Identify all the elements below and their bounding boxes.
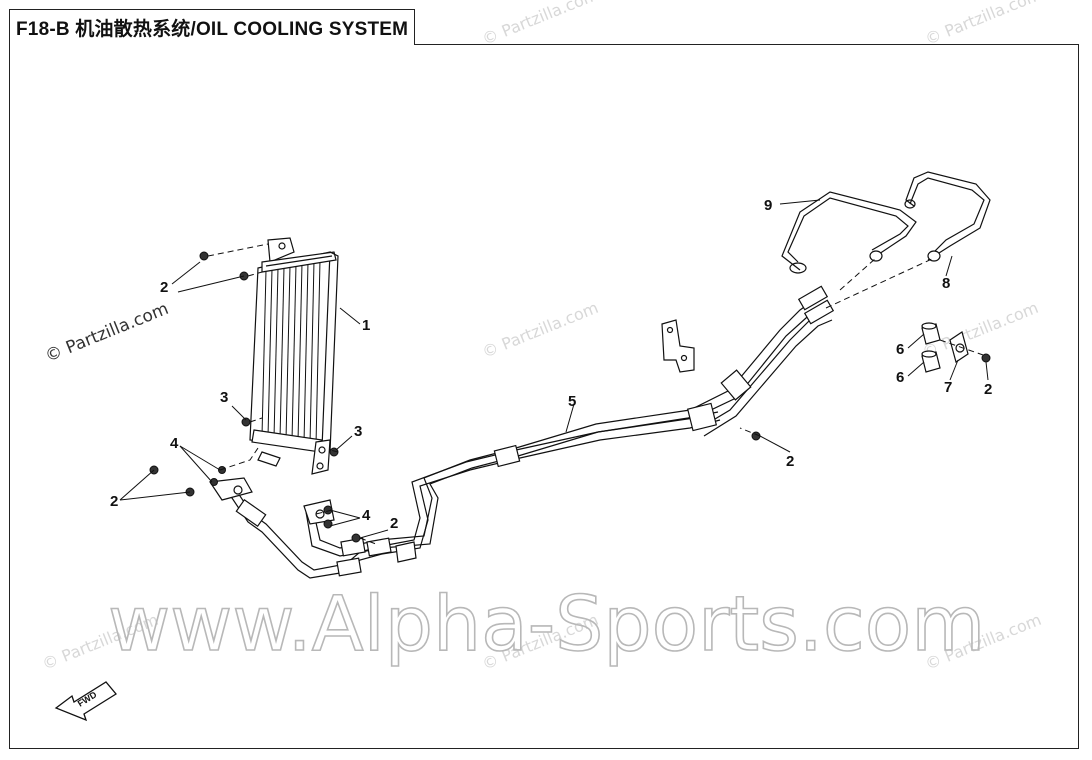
fwd-arrow: FWD bbox=[54, 681, 117, 722]
leader-lines bbox=[119, 199, 989, 539]
watermark-group: © Partzilla.com © Partzilla.com © Partzi… bbox=[39, 0, 1044, 674]
callout-2: 2 bbox=[984, 381, 992, 398]
callout-2: 2 bbox=[786, 453, 794, 470]
callout-7: 7 bbox=[944, 379, 952, 396]
callout-4: 4 bbox=[362, 507, 371, 524]
callout-5: 5 bbox=[568, 393, 576, 410]
mount-bracket bbox=[661, 319, 695, 373]
callout-3: 3 bbox=[220, 389, 228, 406]
oil-cooler bbox=[249, 237, 339, 475]
callout-9: 9 bbox=[764, 197, 772, 214]
page-title: F18-B 机油散热系统/OIL COOLING SYSTEM bbox=[9, 9, 416, 45]
oil-lines-upper bbox=[781, 171, 991, 274]
watermark-small: © Partzilla.com bbox=[922, 0, 1044, 49]
callouts: 1 2 2 2 2 2 3 3 4 4 5 6 6 7 8 9 bbox=[110, 197, 992, 532]
callout-2: 2 bbox=[160, 279, 168, 296]
watermark-big: www.Alpha-Sports.com bbox=[108, 579, 985, 668]
watermark-small: © Partzilla.com bbox=[479, 298, 601, 362]
callout-2: 2 bbox=[110, 493, 118, 510]
callout-8: 8 bbox=[942, 275, 950, 292]
diagram-frame bbox=[9, 44, 1079, 749]
callout-3: 3 bbox=[354, 423, 362, 440]
callout-6: 6 bbox=[896, 341, 904, 358]
callout-6: 6 bbox=[896, 369, 904, 386]
grommets-clamp bbox=[921, 322, 969, 373]
callout-4: 4 bbox=[170, 435, 179, 452]
leader-lines-dashed bbox=[207, 243, 987, 545]
watermark-small-dark: © Partzilla.com bbox=[42, 299, 171, 367]
callout-2: 2 bbox=[390, 515, 398, 532]
callout-1: 1 bbox=[362, 317, 370, 334]
watermark-small: © Partzilla.com bbox=[479, 0, 601, 49]
